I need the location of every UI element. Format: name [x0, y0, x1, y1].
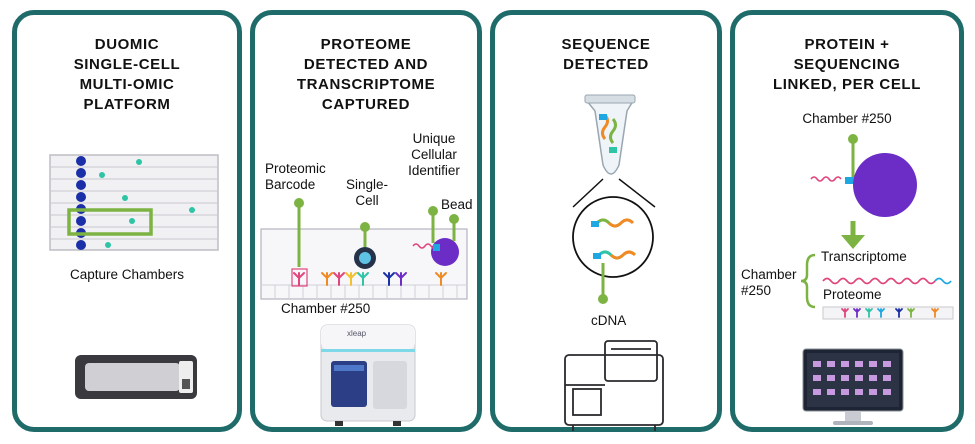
- cdna-label: cDNA: [591, 313, 627, 328]
- capture-chambers-label: Capture Chambers: [69, 267, 185, 282]
- bead-label: Bead: [441, 197, 473, 212]
- instrument-brand: xleap: [347, 329, 367, 338]
- proteome-label: Proteome: [823, 287, 882, 302]
- panel-sequence-detected: SEQUENCE DETECTED cDNA: [490, 10, 722, 432]
- panel-duomic-platform: DUOMIC SINGLE-CELL MULTI-OMIC PLATFORM C…: [12, 10, 242, 432]
- sequencer-icon: [564, 340, 664, 431]
- single-cell-label: Single- Cell: [345, 177, 389, 208]
- transcriptome-label: Transcriptome: [821, 249, 907, 264]
- chamber-250-top-label: Chamber #250: [802, 111, 892, 126]
- panel-title: PROTEOME DETECTED AND TRANSCRIPTOME CAPT…: [296, 36, 436, 113]
- panel-title: SEQUENCE DETECTED: [561, 36, 651, 73]
- unique-cellular-identifier-label: Unique Cellular Identifier: [408, 131, 460, 178]
- panel-title: DUOMIC SINGLE-CELL MULTI-OMIC PLATFORM: [73, 36, 181, 113]
- panel-proteome-transcriptome: PROTEOME DETECTED AND TRANSCRIPTOME CAPT…: [250, 10, 482, 432]
- sequence-diagram: [572, 94, 656, 304]
- chip-cartridge-image: [75, 355, 197, 399]
- monitor-image: [802, 348, 904, 425]
- chamber-diagram: [260, 198, 468, 300]
- instrument-image: [320, 324, 416, 426]
- chamber-250-side-label: Chamber #250: [741, 267, 797, 298]
- proteomic-barcode-label: Proteomic Barcode: [265, 161, 326, 192]
- linked-diagram: [800, 134, 954, 320]
- capture-chambers-diagram: [49, 154, 219, 251]
- chamber-250-label: Chamber #250: [281, 301, 371, 316]
- panel-title: PROTEIN + SEQUENCING LINKED, PER CELL: [773, 36, 921, 93]
- panel-protein-sequencing-linked: PROTEIN + SEQUENCING LINKED, PER CELL Ch…: [730, 10, 964, 432]
